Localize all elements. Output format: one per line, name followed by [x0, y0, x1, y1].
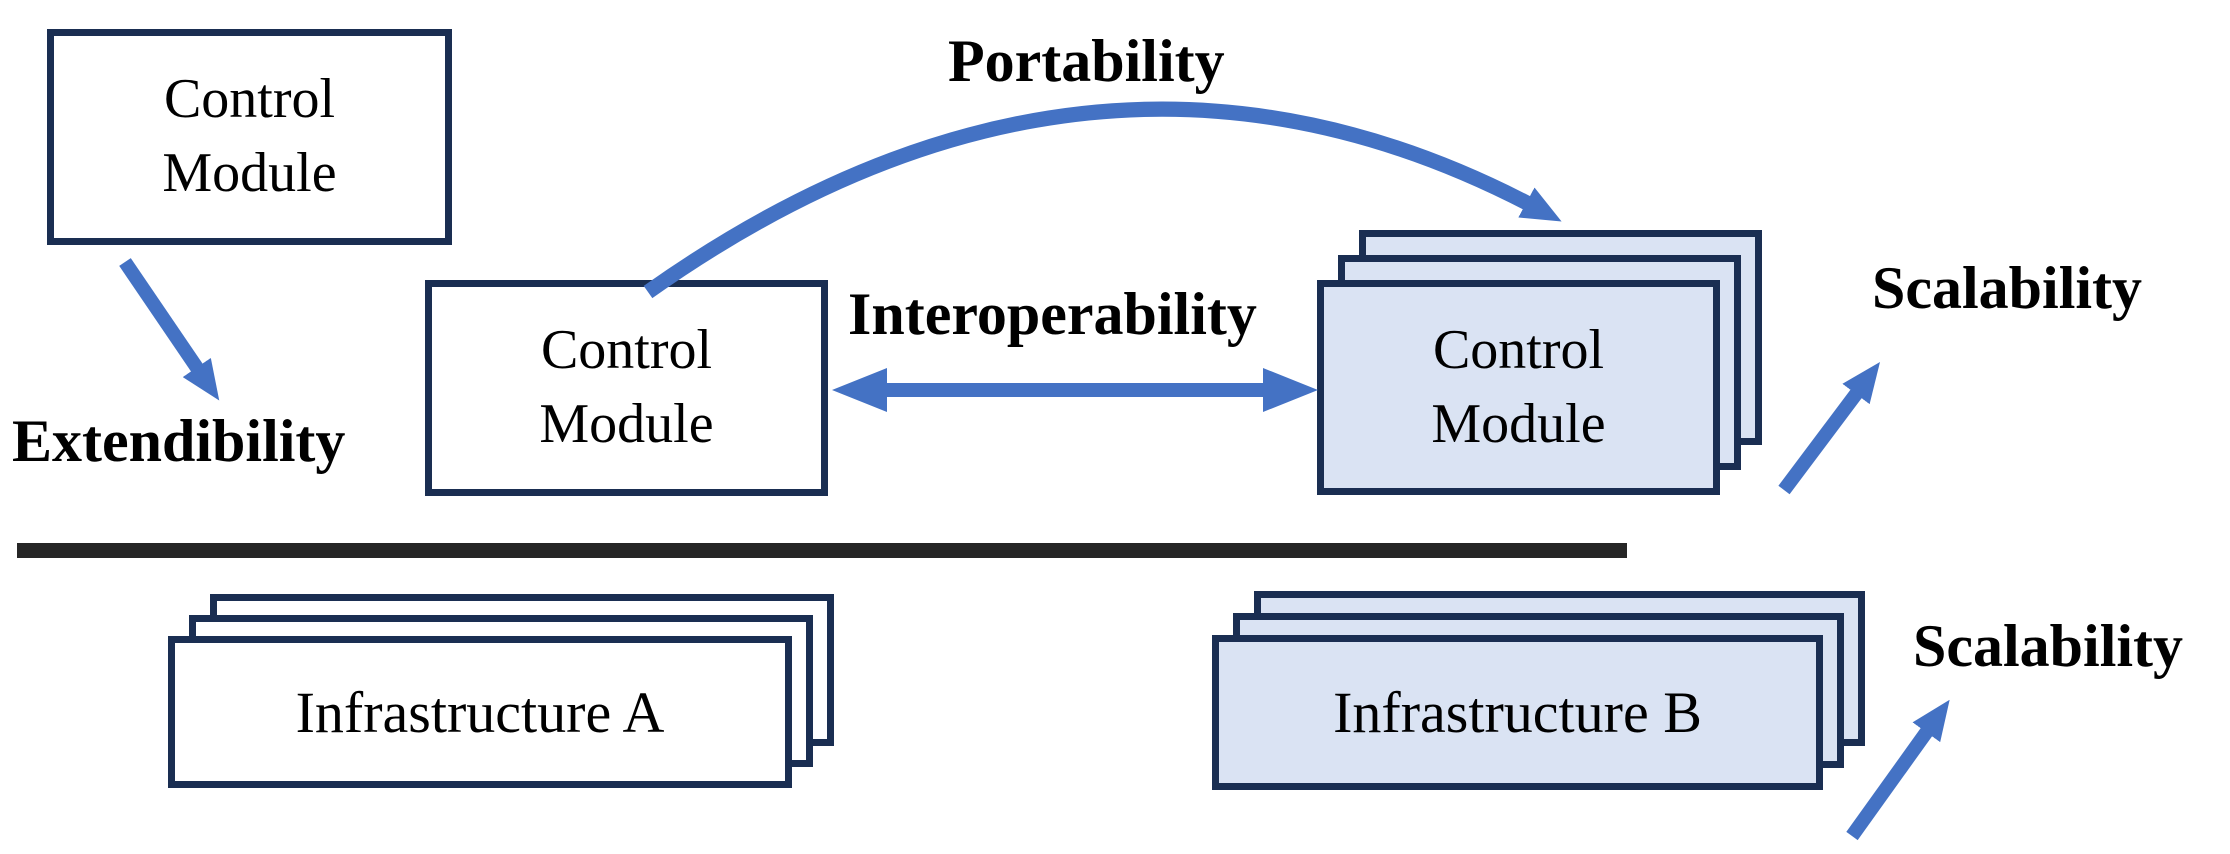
infrastructure-a-layer-front: Infrastructure A	[168, 636, 792, 788]
scalability-label-bottom: Scalability	[1913, 613, 2184, 679]
infrastructure-b-layer-front: Infrastructure B	[1212, 635, 1823, 790]
portability-label: Portability	[948, 28, 1225, 94]
scalability-label-top: Scalability	[1872, 255, 2143, 321]
interoperability-arrow-right-head	[1263, 368, 1318, 412]
infrastructure-b-label: Infrastructure B	[1333, 680, 1702, 745]
interoperability-label: Interoperability	[848, 281, 1257, 347]
interoperability-arrow-shaft	[880, 383, 1270, 397]
scalability-arrow-top	[1778, 362, 1880, 495]
infrastructure-a-label: Infrastructure A	[295, 679, 665, 745]
control-module-box-single: Control Module	[47, 29, 452, 245]
extendibility-label: Extendibility	[12, 408, 346, 474]
control-module-box-center-label: Control Module	[539, 319, 714, 455]
control-module-box-single-label: Control Module	[162, 68, 337, 204]
control-module-stack-label: Control Module	[1431, 318, 1606, 455]
interoperability-arrow-left-head	[832, 368, 887, 412]
infrastructure-divider	[17, 543, 1627, 558]
control-module-stack-layer-front: Control Module	[1317, 280, 1720, 495]
extendibility-arrow	[119, 258, 220, 401]
control-module-box-center: Control Module	[425, 280, 828, 496]
interoperability-arrow	[832, 368, 1318, 412]
